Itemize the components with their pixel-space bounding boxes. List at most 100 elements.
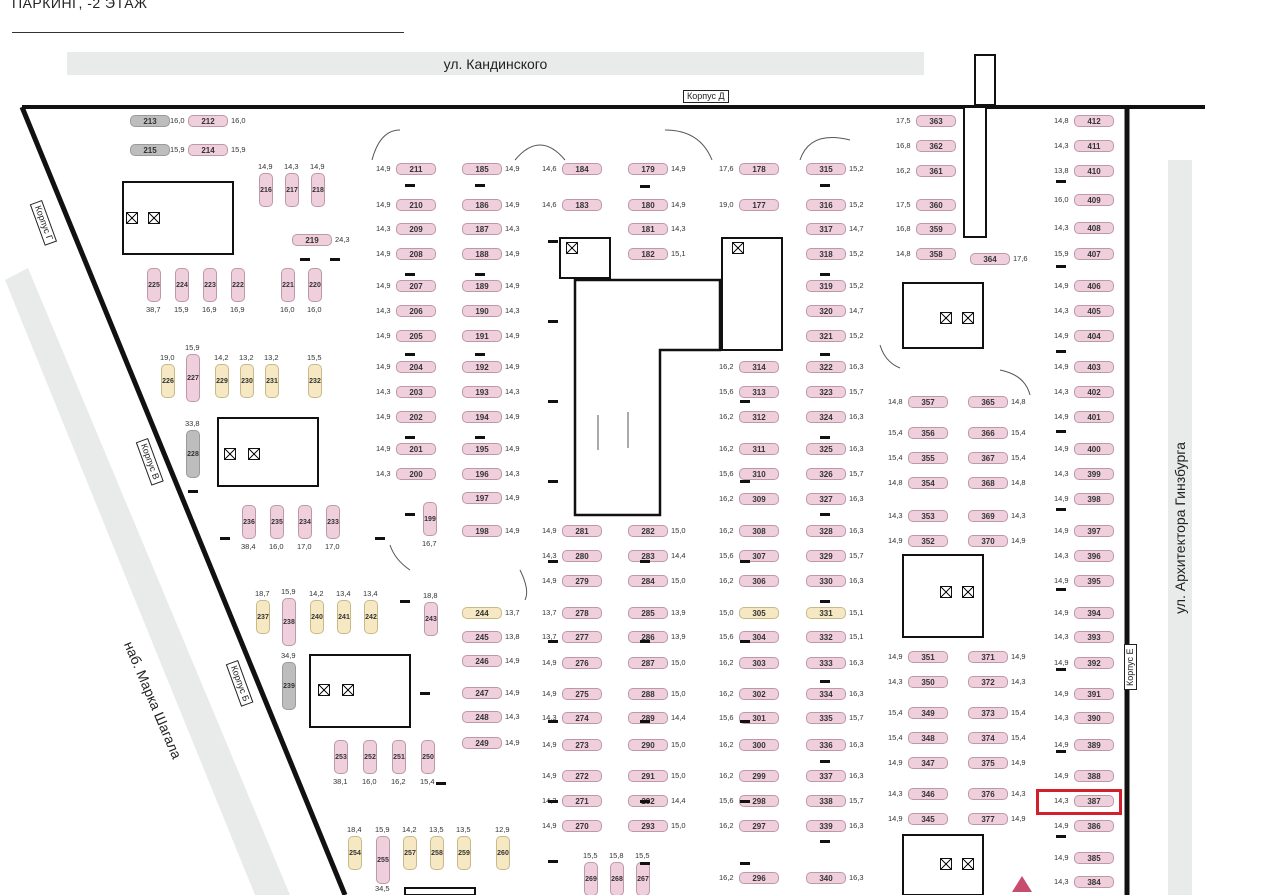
parking-spot[interactable]: 357	[908, 396, 948, 408]
parking-spot[interactable]: 403	[1074, 361, 1114, 373]
parking-spot[interactable]: 389	[1074, 739, 1114, 751]
parking-spot[interactable]: 306	[739, 575, 779, 587]
parking-spot[interactable]: 211	[396, 163, 436, 175]
parking-spot[interactable]: 279	[562, 575, 602, 587]
parking-spot[interactable]: 210	[396, 199, 436, 211]
parking-spot[interactable]: 291	[628, 770, 668, 782]
parking-spot[interactable]: 365	[968, 396, 1008, 408]
parking-spot[interactable]: 181	[628, 223, 668, 235]
parking-spot[interactable]: 351	[908, 651, 948, 663]
parking-spot[interactable]: 400	[1074, 443, 1114, 455]
parking-spot[interactable]: 230	[240, 364, 254, 398]
parking-spot[interactable]: 346	[908, 788, 948, 800]
parking-spot[interactable]: 325	[806, 443, 846, 455]
parking-spot[interactable]: 333	[806, 657, 846, 669]
parking-spot[interactable]: 330	[806, 575, 846, 587]
parking-spot[interactable]: 252	[363, 740, 377, 774]
parking-spot[interactable]: 190	[462, 305, 502, 317]
parking-spot[interactable]: 219	[292, 234, 332, 246]
parking-spot[interactable]: 308	[739, 525, 779, 537]
parking-spot[interactable]: 276	[562, 657, 602, 669]
parking-spot[interactable]: 322	[806, 361, 846, 373]
parking-spot[interactable]: 253	[334, 740, 348, 774]
parking-spot[interactable]: 336	[806, 739, 846, 751]
parking-spot[interactable]: 337	[806, 770, 846, 782]
parking-spot[interactable]: 332	[806, 631, 846, 643]
parking-spot[interactable]: 269	[584, 862, 598, 895]
parking-spot[interactable]: 401	[1074, 411, 1114, 423]
parking-spot[interactable]: 353	[908, 510, 948, 522]
parking-spot[interactable]: 309	[739, 493, 779, 505]
parking-spot[interactable]: 319	[806, 280, 846, 292]
parking-spot[interactable]: 272	[562, 770, 602, 782]
parking-spot[interactable]: 213	[130, 115, 170, 127]
parking-spot[interactable]: 221	[281, 268, 295, 302]
parking-spot[interactable]: 214	[188, 144, 228, 156]
parking-spot[interactable]: 408	[1074, 222, 1114, 234]
parking-spot[interactable]: 364	[970, 253, 1010, 265]
parking-spot[interactable]: 290	[628, 739, 668, 751]
parking-spot[interactable]: 193	[462, 386, 502, 398]
parking-spot[interactable]: 311	[739, 443, 779, 455]
parking-spot[interactable]: 274	[562, 712, 602, 724]
parking-spot[interactable]: 205	[396, 330, 436, 342]
parking-spot[interactable]: 289	[628, 712, 668, 724]
parking-spot[interactable]: 397	[1074, 525, 1114, 537]
parking-spot[interactable]: 376	[968, 788, 1008, 800]
parking-spot[interactable]: 350	[908, 676, 948, 688]
parking-spot[interactable]: 348	[908, 732, 948, 744]
parking-spot[interactable]: 347	[908, 757, 948, 769]
parking-spot[interactable]: 278	[562, 607, 602, 619]
parking-spot[interactable]: 271	[562, 795, 602, 807]
parking-spot[interactable]: 192	[462, 361, 502, 373]
parking-spot[interactable]: 303	[739, 657, 779, 669]
parking-spot[interactable]: 227	[186, 354, 200, 402]
parking-spot[interactable]: 407	[1074, 248, 1114, 260]
parking-spot[interactable]: 384	[1074, 876, 1114, 888]
parking-spot[interactable]: 358	[916, 248, 956, 260]
parking-spot[interactable]: 198	[462, 525, 502, 537]
parking-spot[interactable]: 324	[806, 411, 846, 423]
parking-spot[interactable]: 197	[462, 492, 502, 504]
parking-spot[interactable]: 209	[396, 223, 436, 235]
parking-spot[interactable]: 314	[739, 361, 779, 373]
parking-spot[interactable]: 396	[1074, 550, 1114, 562]
parking-spot[interactable]: 275	[562, 688, 602, 700]
parking-spot[interactable]: 242	[364, 600, 378, 634]
parking-spot[interactable]: 241	[337, 600, 351, 634]
parking-spot[interactable]: 287	[628, 657, 668, 669]
parking-spot[interactable]: 255	[376, 836, 390, 884]
parking-spot[interactable]: 386	[1074, 820, 1114, 832]
parking-spot[interactable]: 296	[739, 872, 779, 884]
parking-spot[interactable]: 285	[628, 607, 668, 619]
parking-spot[interactable]: 250	[421, 740, 435, 774]
parking-spot[interactable]: 299	[739, 770, 779, 782]
parking-spot[interactable]: 186	[462, 199, 502, 211]
parking-spot[interactable]: 391	[1074, 688, 1114, 700]
parking-spot[interactable]: 331	[806, 607, 846, 619]
parking-spot[interactable]: 300	[739, 739, 779, 751]
parking-spot[interactable]: 245	[462, 631, 502, 643]
parking-spot[interactable]: 206	[396, 305, 436, 317]
parking-spot[interactable]: 334	[806, 688, 846, 700]
parking-spot[interactable]: 345	[908, 813, 948, 825]
parking-spot[interactable]: 412	[1074, 115, 1114, 127]
parking-spot[interactable]: 247	[462, 687, 502, 699]
parking-spot[interactable]: 237	[256, 600, 270, 634]
parking-spot[interactable]: 217	[285, 173, 299, 207]
parking-spot[interactable]: 338	[806, 795, 846, 807]
parking-spot[interactable]: 220	[308, 268, 322, 302]
parking-spot[interactable]: 277	[562, 631, 602, 643]
parking-spot[interactable]: 405	[1074, 305, 1114, 317]
parking-spot[interactable]: 411	[1074, 140, 1114, 152]
parking-spot[interactable]: 404	[1074, 330, 1114, 342]
parking-spot[interactable]: 373	[968, 707, 1008, 719]
parking-spot[interactable]: 180	[628, 199, 668, 211]
parking-spot[interactable]: 360	[916, 199, 956, 211]
parking-spot[interactable]: 188	[462, 248, 502, 260]
parking-spot[interactable]: 260	[496, 836, 510, 870]
parking-spot[interactable]: 368	[968, 477, 1008, 489]
parking-spot[interactable]: 297	[739, 820, 779, 832]
parking-spot[interactable]: 339	[806, 820, 846, 832]
parking-spot[interactable]: 223	[203, 268, 217, 302]
